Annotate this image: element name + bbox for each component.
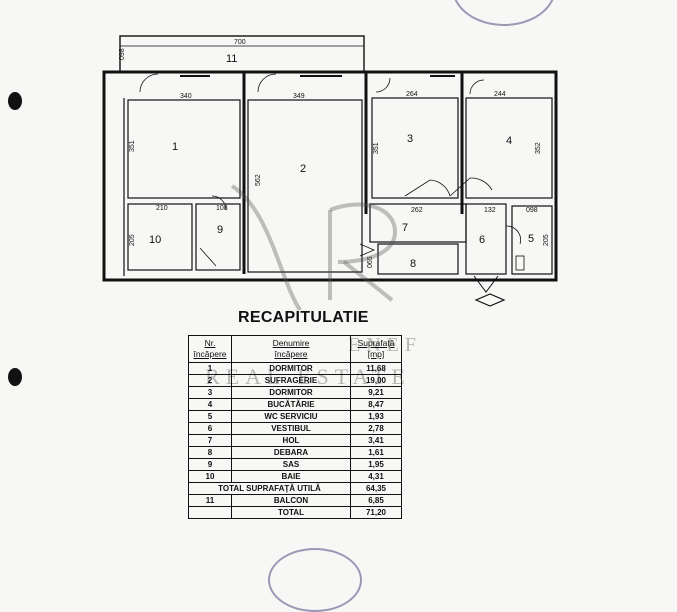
punch-hole-bottom (8, 368, 22, 386)
dim-balcony-length: 700 (234, 39, 246, 46)
room-label-11: 11 (226, 53, 237, 65)
room-label-6: 6 (479, 234, 485, 246)
dim-room1-width: 340 (180, 93, 192, 100)
dim-room1-height: 351 (129, 140, 136, 152)
dim-balcony-width: 098 (119, 48, 126, 60)
dim-room2-width: 349 (293, 93, 305, 100)
floor-plan-drawing: 1 2 3 4 5 6 7 8 9 10 11 700 098 340 351 … (102, 35, 558, 312)
dim-room10-width: 210 (156, 205, 168, 212)
room-label-4: 4 (506, 135, 512, 147)
room-label-5: 5 (528, 233, 534, 245)
recap-title: RECAPITULATIE (238, 309, 369, 326)
dim-room8-width: 065 (367, 256, 374, 268)
watermark-logo-icon (230, 184, 398, 312)
room-label-8: 8 (410, 258, 416, 270)
room-label-9: 9 (217, 224, 223, 236)
dim-room3-height: 351 (373, 142, 380, 154)
room-label-10: 10 (149, 234, 161, 246)
room-label-7: 7 (402, 222, 408, 234)
dim-room4-height: 352 (535, 142, 542, 154)
room-label-2: 2 (300, 163, 306, 175)
punch-hole-top (8, 92, 22, 110)
dim-room7-width: 262 (411, 207, 423, 214)
floor-plan-document: 1 2 3 4 5 6 7 8 9 10 11 700 098 340 351 … (8, 0, 558, 612)
dim-room9-width: 108 (216, 205, 228, 212)
dim-room10-height: 205 (129, 234, 136, 246)
dim-room5-width: 098 (526, 207, 538, 214)
dim-room3-width: 264 (406, 91, 418, 98)
room-label-1: 1 (172, 141, 178, 153)
dim-room4-width: 244 (494, 91, 506, 98)
room-label-3: 3 (407, 133, 413, 145)
dim-room5-height: 205 (543, 234, 550, 246)
header-nr: Nr.încăpere (188, 335, 232, 363)
dim-room2-height: 562 (255, 174, 262, 186)
dim-room6-width: 132 (484, 207, 496, 214)
header-area: Suprafaţă[mp] (350, 335, 402, 363)
